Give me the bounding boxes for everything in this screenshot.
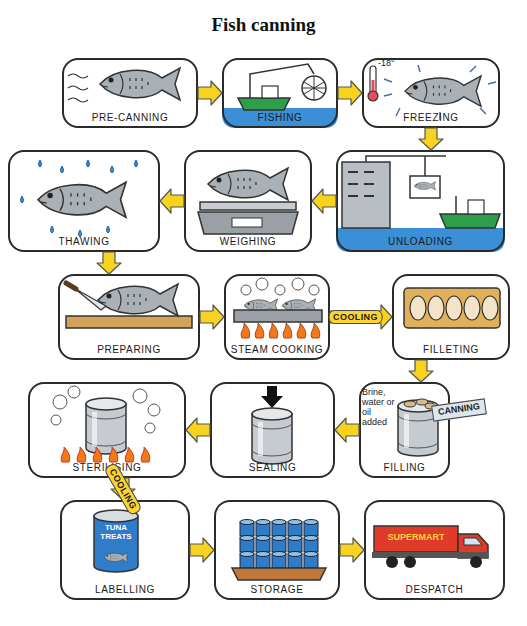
- fishing-boat-drawing: [222, 64, 338, 128]
- process-panel: PREPARING: [58, 274, 200, 360]
- flow-arrow: [312, 189, 336, 213]
- flow-arrow: [186, 418, 210, 442]
- process-panel: WEIGHING: [184, 150, 312, 252]
- thawing-drawing: [21, 160, 138, 237]
- annotation-label: CANNING: [431, 398, 487, 421]
- step-label: SEALING: [249, 462, 297, 474]
- diagram-title: Fish canning: [0, 14, 527, 36]
- step-label: PRE-CANNING: [92, 112, 169, 124]
- fillets-drawing: [404, 288, 500, 328]
- flow-arrow: [335, 418, 359, 442]
- scale-drawing: [198, 168, 298, 234]
- flow-arrow: [97, 252, 121, 274]
- truck-drawing: [372, 526, 488, 568]
- storage-drawing: [232, 520, 326, 581]
- flow-arrow: [160, 189, 184, 213]
- step-label: UNLOADING: [388, 236, 453, 248]
- process-panel: STERILISING: [28, 382, 186, 478]
- step-label: STEAM COOKING: [231, 344, 323, 356]
- process-panel: FILLETING: [392, 274, 510, 360]
- step-label: DESPATCH: [406, 584, 464, 596]
- process-panel: STEAM COOKING: [224, 274, 330, 360]
- preparing-drawing: [66, 283, 192, 328]
- flow-arrow: [340, 538, 364, 562]
- process-panel: STORAGE: [214, 500, 340, 600]
- unloading-drawing: [336, 156, 505, 252]
- steam-cooking-drawing: [234, 278, 322, 338]
- process-panel: FREEZING: [362, 58, 500, 128]
- step-label: FILLETING: [423, 344, 479, 356]
- process-panel: PRE-CANNING: [62, 58, 198, 128]
- annotation-label: Brine, water or oil added: [362, 388, 396, 428]
- flow-arrow: [338, 81, 362, 105]
- arrow-label: COOLING: [328, 310, 383, 324]
- process-panel: DESPATCH: [364, 500, 505, 600]
- process-panel: SEALING: [210, 382, 335, 478]
- flow-arrow: [409, 360, 433, 382]
- fish-drawing: [68, 68, 180, 102]
- step-label: FREEZING: [403, 112, 458, 124]
- step-label: PREPARING: [97, 344, 161, 356]
- sterilising-drawing: [51, 386, 160, 462]
- process-panel: FISHING: [222, 58, 338, 128]
- flow-arrow: [419, 128, 443, 150]
- flow-arrow: [198, 81, 222, 105]
- step-label: WEIGHING: [220, 236, 276, 248]
- step-label: THAWING: [58, 236, 109, 248]
- annotation-label: -18°: [378, 59, 412, 69]
- labelled-can-drawing: [94, 510, 138, 572]
- step-label: FISHING: [258, 112, 303, 124]
- process-panel: UNLOADING: [336, 150, 505, 252]
- process-panel: LABELLING: [60, 500, 190, 600]
- flow-arrow: [200, 305, 224, 329]
- step-label: LABELLING: [95, 584, 155, 596]
- flow-arrow: [190, 538, 214, 562]
- process-panel: THAWING: [8, 150, 160, 252]
- annotation-label: TUNA TREATS: [94, 524, 138, 542]
- annotation-label: SUPERMART: [376, 533, 456, 543]
- sealing-drawing: [252, 386, 292, 464]
- step-label: STORAGE: [251, 584, 304, 596]
- step-label: FILLING: [384, 462, 426, 474]
